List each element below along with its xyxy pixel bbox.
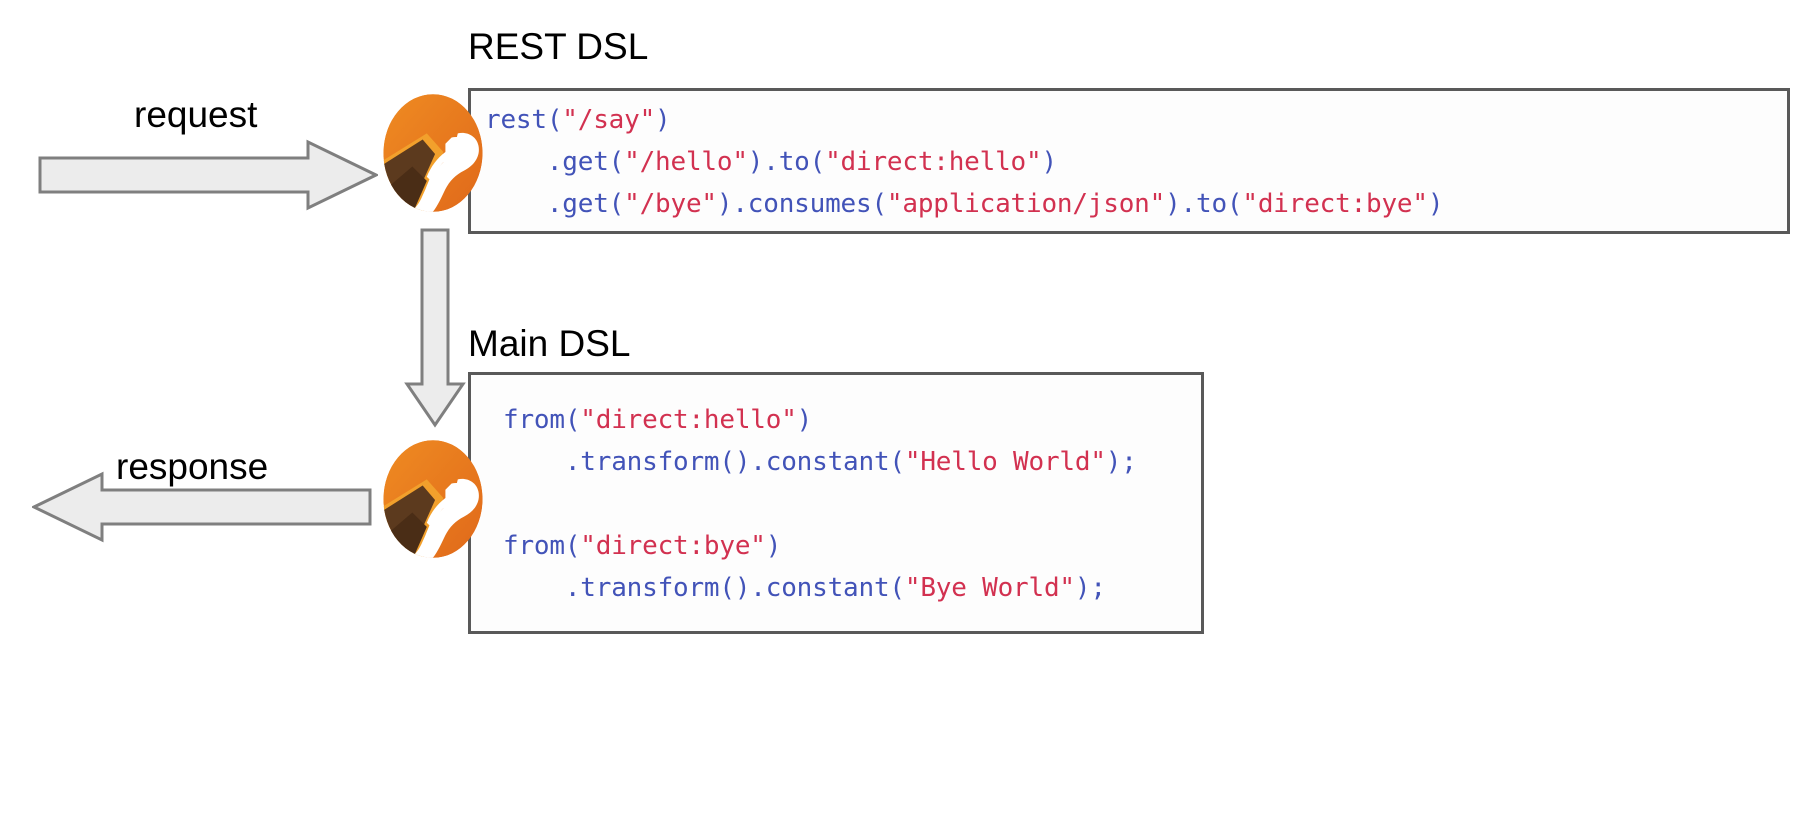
rest-dsl-title: REST DSL bbox=[468, 26, 649, 67]
response-arrow-icon bbox=[32, 471, 372, 543]
apache-camel-logo-icon bbox=[383, 440, 483, 558]
rest-dsl-code-text: rest("/say") .get("/hello").to("direct:h… bbox=[485, 105, 1444, 219]
request-arrow-label: request bbox=[134, 94, 258, 135]
main-dsl-code-box: from("direct:hello") .transform().consta… bbox=[468, 372, 1204, 634]
main-dsl-title: Main DSL bbox=[468, 323, 631, 364]
rest-dsl-code-box: rest("/say") .get("/hello").to("direct:h… bbox=[468, 88, 1790, 234]
downward-flow-arrow-icon bbox=[404, 228, 466, 428]
response-arrow-label: response bbox=[116, 446, 269, 487]
apache-camel-logo-icon bbox=[383, 94, 483, 212]
main-dsl-code-text: from("direct:hello") .transform().consta… bbox=[503, 405, 1137, 603]
request-arrow-icon bbox=[38, 139, 378, 211]
